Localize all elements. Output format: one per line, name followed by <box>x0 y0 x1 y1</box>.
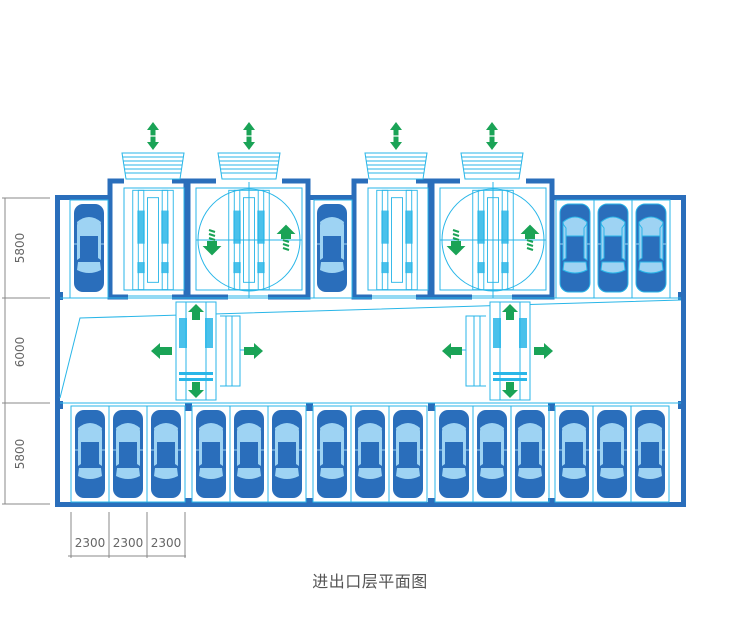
entry-hood-3 <box>364 152 428 180</box>
up-down-arrow-icon <box>389 121 403 151</box>
bottom-parking-row <box>70 405 670 503</box>
car-icon <box>634 409 666 499</box>
drive-aisle <box>59 297 682 404</box>
parking-group <box>312 405 428 503</box>
up-down-arrow-icon <box>146 121 160 151</box>
car-icon <box>354 409 386 499</box>
parking-space <box>146 405 186 503</box>
up-down-arrow-icon <box>485 121 499 151</box>
entry-hood-4 <box>460 152 524 180</box>
right-arrow-icon <box>534 343 553 359</box>
parking-space <box>510 405 550 503</box>
rotate-arrow-icon <box>446 229 466 256</box>
shuttle-left <box>151 301 263 401</box>
dim-label-width-2: 2300 <box>113 536 144 550</box>
parking-space <box>388 405 428 503</box>
dim-label-width-1: 2300 <box>75 536 106 550</box>
car-icon <box>596 409 628 499</box>
car-icon <box>476 409 508 499</box>
left-arrow-icon <box>442 343 462 359</box>
car-icon <box>195 409 227 499</box>
dim-label-bottom: 5800 <box>13 439 27 470</box>
dim-label-width-3: 2300 <box>151 536 182 550</box>
left-arrow-icon <box>151 343 172 359</box>
parking-group <box>434 405 550 503</box>
dim-label-middle: 6000 <box>13 337 27 368</box>
car-icon <box>150 409 182 499</box>
rotate-arrow-icon <box>520 224 540 251</box>
up-down-arrow-icon <box>242 121 256 151</box>
car-icon <box>112 409 144 499</box>
plan-caption: 进出口层平面图 <box>312 572 428 591</box>
car-icon <box>271 409 303 499</box>
car-icon <box>438 409 470 499</box>
up-arrow-icon <box>188 304 204 320</box>
parking-space <box>630 405 670 503</box>
entry-bay-1 <box>123 187 185 291</box>
parking-group <box>70 405 186 503</box>
entry-bay-2 <box>367 187 429 291</box>
entry-hood-1 <box>121 152 185 180</box>
vertical-dimensions <box>2 197 50 505</box>
rotate-arrow-icon <box>202 229 222 256</box>
top-parking-left <box>69 199 109 299</box>
top-parking-middle <box>313 199 353 299</box>
car-icon <box>392 409 424 499</box>
rotate-arrow-icon <box>276 224 296 251</box>
top-parking-right <box>555 199 671 299</box>
turntable-2 <box>439 182 547 298</box>
right-arrow-icon <box>244 343 263 359</box>
down-arrow-icon <box>188 382 204 398</box>
car-icon <box>74 409 106 499</box>
parking-space <box>267 405 307 503</box>
entry-hood-2 <box>217 152 281 180</box>
parking-group <box>554 405 670 503</box>
parking-group <box>191 405 307 503</box>
horizontal-dimensions <box>68 512 186 558</box>
car-icon <box>558 409 590 499</box>
shuttle-right <box>442 301 553 401</box>
down-arrow-icon <box>502 382 518 398</box>
turntable-1 <box>195 182 303 298</box>
dim-label-top: 5800 <box>13 233 27 264</box>
car-icon <box>514 409 546 499</box>
up-arrow-icon <box>502 304 518 320</box>
car-icon <box>316 409 348 499</box>
outer-walls <box>55 195 686 507</box>
car-icon <box>233 409 265 499</box>
